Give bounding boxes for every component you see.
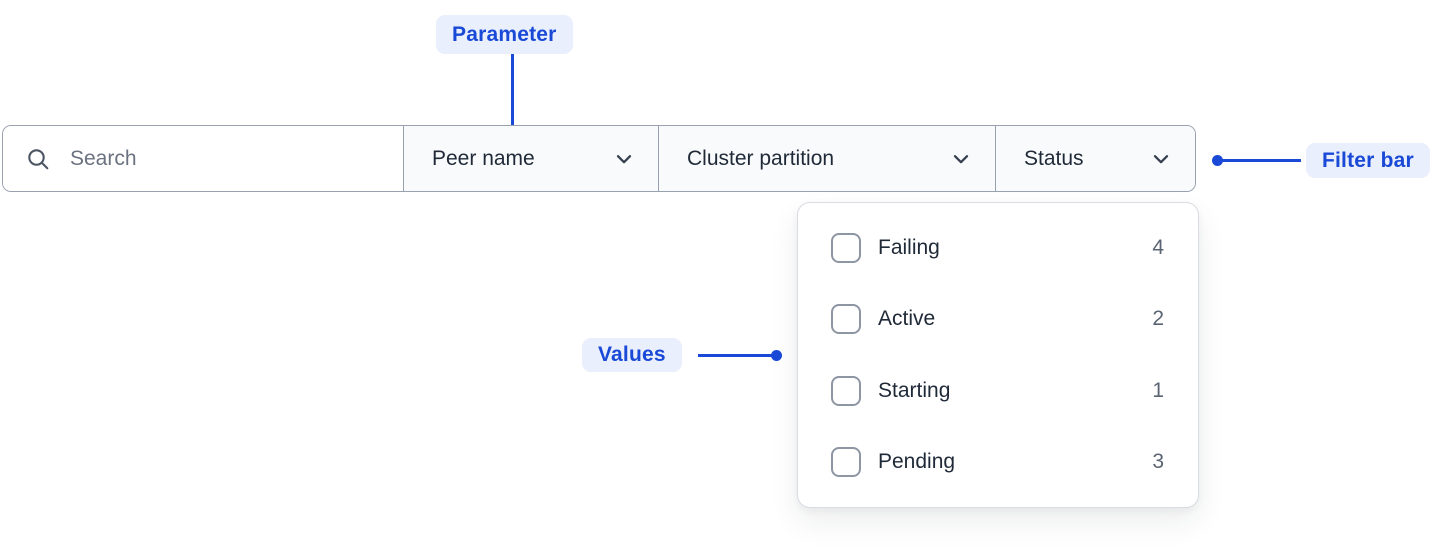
menu-option-failing[interactable]: Failing 4 [798,212,1198,284]
menu-option-count: 1 [1152,378,1164,402]
connector-dot-filter-bar [1212,155,1223,166]
connector-line-filter-bar [1222,159,1301,162]
chevron-down-icon [953,154,969,163]
status-filter-menu: Failing 4 Active 2 Starting 1 Pending 3 [797,202,1199,508]
annotation-filter-bar-badge: Filter bar [1306,143,1430,178]
menu-option-pending[interactable]: Pending 3 [798,427,1198,499]
menu-option-starting[interactable]: Starting 1 [798,355,1198,427]
annotation-parameter-badge: Parameter [436,15,573,54]
chevron-down-icon [1153,154,1169,163]
menu-option-label: Pending [878,450,956,474]
menu-option-count: 4 [1152,235,1164,259]
connector-line-parameter [511,54,514,136]
checkbox-failing[interactable] [831,232,861,263]
search-input[interactable] [70,146,403,171]
menu-option-active[interactable]: Active 2 [798,284,1198,356]
checkbox-pending[interactable] [831,447,861,478]
search-icon [28,148,49,169]
filter-dropdown-status[interactable]: Status [995,126,1195,191]
menu-option-count: 3 [1152,450,1164,474]
menu-option-count: 2 [1152,307,1164,331]
connector-line-values [698,354,773,357]
filter-dropdown-peer-name-label: Peer name [432,146,535,170]
annotation-values-badge: Values [582,338,682,372]
filter-dropdown-peer-name[interactable]: Peer name [403,126,658,191]
filter-bar: Peer name Cluster partition Status [2,125,1196,192]
checkbox-active[interactable] [831,304,861,335]
filter-dropdown-cluster-partition-label: Cluster partition [687,146,835,170]
chevron-down-icon [616,154,632,163]
filter-dropdown-status-label: Status [1024,146,1084,170]
search-field[interactable] [3,126,403,191]
checkbox-starting[interactable] [831,375,861,406]
menu-option-label: Failing [878,235,940,259]
connector-dot-values [771,350,782,361]
menu-option-label: Starting [878,378,951,402]
filter-dropdown-cluster-partition[interactable]: Cluster partition [658,126,995,191]
menu-option-label: Active [878,307,936,331]
